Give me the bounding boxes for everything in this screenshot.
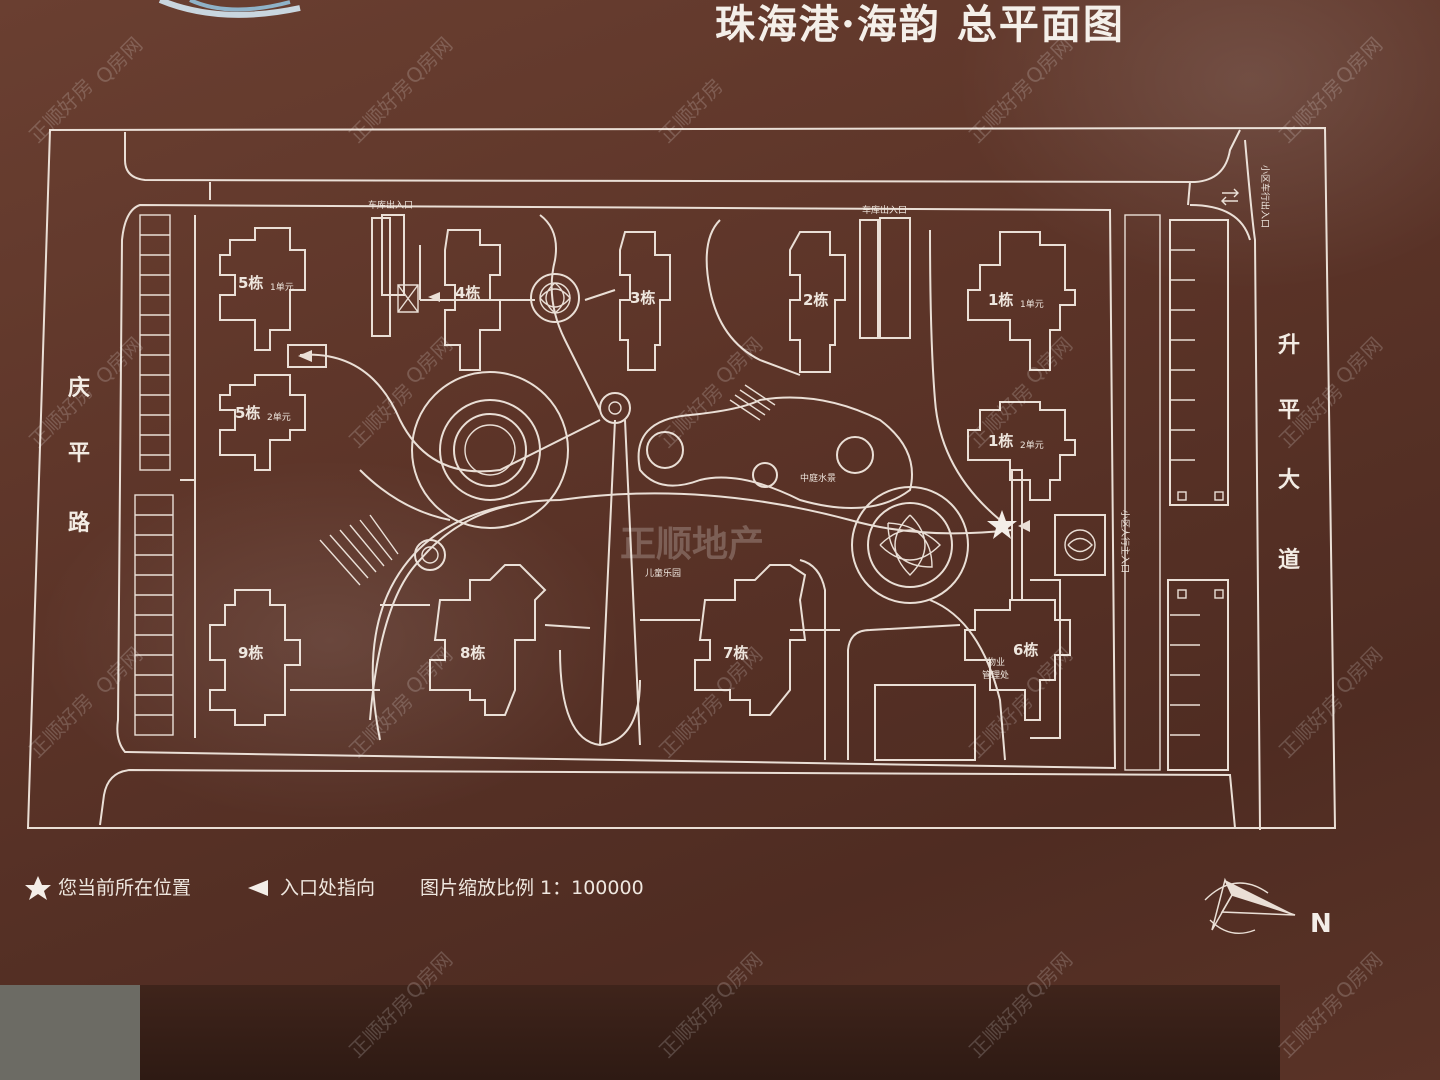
legend-triangle-left-icon (248, 880, 268, 896)
building-9-footprint (209, 589, 301, 726)
map-title: 珠海港·海韵 总平面图 (715, 1, 1125, 48)
building-1-footprint (967, 231, 1076, 501)
building-6-name: 6栋 (1013, 641, 1038, 659)
plazas (397, 273, 1106, 604)
central-garden (637, 384, 913, 509)
building-4-footprint (444, 229, 501, 371)
vehicle-entrance-label: 小区车行出入口 (1259, 165, 1271, 228)
legend-star-icon (25, 876, 51, 900)
building-8-name: 8栋 (460, 644, 485, 662)
building-5-unit-1-unit: 1单元 (270, 281, 294, 293)
building-footprints (209, 227, 1076, 726)
building-5-unit-2-unit: 2单元 (267, 411, 291, 423)
building-1-unit-1-unit: 1单元 (1020, 298, 1044, 310)
building-5-unit-1-name: 5栋 (238, 274, 263, 292)
center-watermark: 正顺地产 (620, 524, 765, 565)
east-road-label: 升平大道 (1278, 333, 1300, 573)
east-parking (1124, 214, 1229, 771)
compass-icon (1204, 877, 1296, 934)
top-road (124, 129, 1241, 184)
star-icon (987, 510, 1017, 539)
building-7-name: 7栋 (723, 644, 748, 662)
compass-north-label: N (1310, 909, 1332, 939)
bottom-road (99, 768, 1236, 829)
property-office-label-2: 管理处 (982, 669, 1009, 681)
building-3-name: 3栋 (630, 289, 655, 307)
paths (290, 214, 1013, 761)
building-8-footprint (429, 564, 547, 716)
ground (0, 985, 140, 1080)
garage-ramps (371, 214, 911, 339)
property-office-label-1: 物业 (987, 656, 1005, 668)
west-entrance-stairs (180, 455, 399, 586)
west-parking (134, 214, 196, 738)
building-1-unit-2-name: 1栋 (988, 432, 1013, 450)
building-1-unit-1-name: 1栋 (988, 291, 1013, 309)
building-2-name: 2栋 (803, 291, 828, 309)
building-7-footprint (694, 564, 807, 716)
legend-entrance-direction: 入口处指向 (280, 877, 376, 899)
outer-frame (26, 126, 1337, 829)
building-5-unit-2-name: 5栋 (235, 404, 260, 422)
west-road-label: 庆平路 (68, 375, 91, 536)
pedestrian-entrance-label: 小区人行主入口 (1119, 510, 1131, 573)
garage-entrance-label-2: 车库出入口 (862, 204, 907, 216)
garage-entrance-label-1: 车库出入口 (368, 199, 413, 211)
building-3-footprint (619, 231, 671, 371)
building-6-footprint (964, 599, 1071, 721)
top-road-inner (209, 181, 1191, 206)
legend-current-position: 您当前所在位置 (58, 877, 192, 899)
site-boundary (116, 203, 1117, 770)
sign-base (130, 985, 1280, 1080)
legend-scale: 图片缩放比例 1：100000 (420, 877, 644, 899)
central-water-label: 中庭水景 (800, 472, 836, 484)
building-2-footprint (789, 231, 846, 373)
building-5-footprint (219, 227, 306, 471)
east-road (1189, 139, 1261, 831)
entrance-arrows (287, 292, 1030, 532)
playground-label: 儿童乐园 (645, 567, 681, 579)
logo-swoosh (158, 0, 301, 18)
property-office (874, 469, 1061, 761)
building-4-name: 4栋 (455, 284, 480, 302)
vehicle-entrance-arrows-icon (1221, 188, 1239, 206)
building-9-name: 9栋 (238, 644, 263, 662)
building-1-unit-2-unit: 2单元 (1020, 439, 1044, 451)
